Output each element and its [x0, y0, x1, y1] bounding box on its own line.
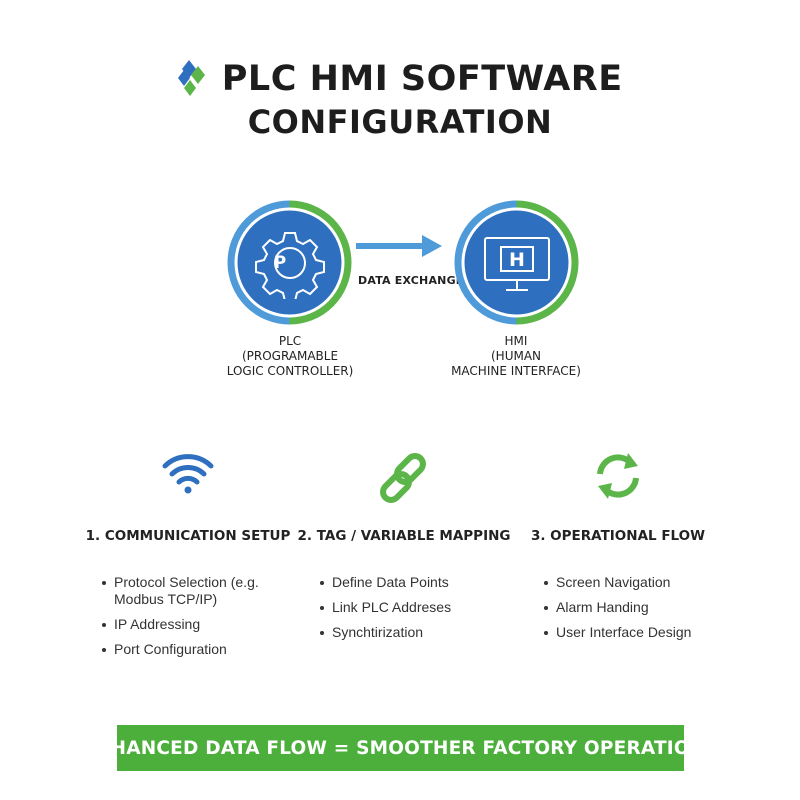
list-item: Protocol Selection (e.g. Modbus TCP/IP): [100, 574, 284, 608]
list-item: IP Addressing: [100, 616, 298, 633]
link-icon: [294, 450, 514, 510]
banner-text: ENHANCED DATA FLOW = SMOOTHER FACTORY OP…: [82, 737, 720, 759]
section-heading: 3. OPERATIONAL FLOW: [530, 528, 706, 544]
monitor-icon: [482, 235, 552, 295]
title-row-1: PLC HMI SOFTWARE: [0, 58, 800, 101]
hmi-node: [454, 200, 579, 325]
page-title: PLC HMI SOFTWARE: [221, 59, 623, 99]
data-exchange-arrow: [356, 234, 444, 258]
list-item: Screen Navigation: [542, 574, 728, 591]
page-subtitle: CONFIGURATION: [247, 103, 553, 141]
refresh-cycle-icon: [508, 450, 728, 510]
section-list: Define Data Points Link PLC Addreses Syn…: [294, 574, 514, 641]
list-item: Define Data Points: [318, 574, 514, 591]
data-exchange-label: DATA EXCHANGE: [358, 274, 464, 287]
list-item: Link PLC Addreses: [318, 599, 514, 616]
list-item: Port Configuration: [100, 641, 298, 658]
footer-banner: ENHANCED DATA FLOW = SMOOTHER FACTORY OP…: [82, 725, 719, 771]
list-item: Alarm Handing: [542, 599, 728, 616]
section-list: Protocol Selection (e.g. Modbus TCP/IP) …: [78, 574, 298, 658]
hmi-icon-letter: H: [509, 249, 525, 271]
plc-label: PLC (PROGRAMABLE LOGIC CONTROLLER): [226, 334, 354, 378]
section-heading: 2. TAG / VARIABLE MAPPING: [297, 528, 511, 544]
section-communication-setup: 1. COMMUNICATION SETUP Protocol Selectio…: [78, 450, 298, 666]
list-item: Synchtirization: [318, 624, 514, 641]
plc-icon-letter: P: [273, 253, 287, 273]
section-tag-variable-mapping: 2. TAG / VARIABLE MAPPING Define Data Po…: [294, 450, 514, 649]
diamond-logo-icon: [177, 58, 211, 101]
list-item: User Interface Design: [542, 624, 728, 641]
title-row-2: CONFIGURATION: [0, 103, 800, 141]
hmi-label: HMI (HUMAN MACHINE INTERFACE): [451, 334, 581, 378]
section-list: Screen Navigation Alarm Handing User Int…: [508, 574, 728, 641]
wifi-icon: [78, 450, 298, 510]
section-operational-flow: 3. OPERATIONAL FLOW Screen Navigation Al…: [508, 450, 728, 649]
section-heading: 1. COMMUNICATION SETUP: [85, 528, 291, 544]
